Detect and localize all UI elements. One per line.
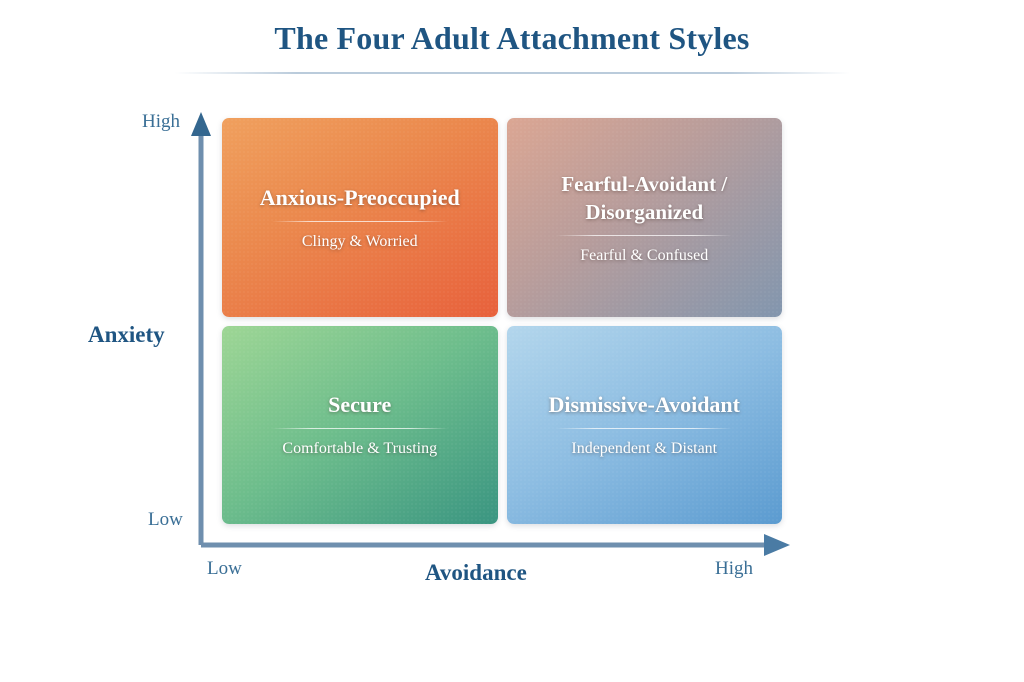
- title-divider: [175, 72, 850, 74]
- y-axis-title: Anxiety: [88, 322, 165, 347]
- quadrant-divider: [271, 428, 448, 430]
- y-axis-high-tick: High: [142, 111, 180, 132]
- x-axis-arrowhead: [764, 534, 790, 556]
- title-block: The Four Adult Attachment Styles: [0, 18, 1024, 58]
- quadrant-dismissive-avoidant[interactable]: Dismissive-Avoidant Independent & Distan…: [506, 325, 782, 524]
- quadrant-divider: [271, 220, 448, 222]
- x-axis-high-tick: High: [715, 558, 753, 579]
- quadrant-divider: [556, 234, 733, 236]
- quadrant-title-line2: Disorganized: [585, 199, 704, 224]
- quadrant-divider: [556, 428, 733, 430]
- quadrant-title: Secure: [328, 392, 392, 418]
- quadrant-anxious-preoccupied[interactable]: Anxious-Preoccupied Clingy & Worried: [222, 118, 498, 317]
- quadrant-title-line1: Fearful-Avoidant /: [561, 171, 728, 196]
- quadrant-subtitle: Independent & Distant: [571, 440, 718, 458]
- page-title: The Four Adult Attachment Styles: [274, 20, 750, 56]
- x-axis-low-tick: Low: [207, 558, 242, 579]
- quadrant-title: Dismissive-Avoidant: [548, 392, 741, 418]
- quadrant-subtitle: Clingy & Worried: [301, 232, 418, 250]
- quadrant-title: Fearful-Avoidant / Disorganized: [549, 170, 739, 226]
- quadrant-title: Anxious-Preoccupied: [259, 184, 460, 210]
- quadrant-subtitle: Fearful & Confused: [580, 246, 709, 264]
- quadrant-grid: Anxious-Preoccupied Clingy & Worried Fea…: [222, 118, 782, 524]
- quadrant-secure[interactable]: Secure Comfortable & Trusting: [222, 325, 498, 524]
- y-axis-low-tick: Low: [148, 509, 183, 530]
- y-axis-arrowhead: [191, 112, 211, 136]
- x-axis-title: Avoidance: [425, 560, 527, 585]
- quadrant-fearful-avoidant[interactable]: Fearful-Avoidant / Disorganized Fearful …: [506, 118, 782, 317]
- quadrant-subtitle: Comfortable & Trusting: [282, 440, 438, 458]
